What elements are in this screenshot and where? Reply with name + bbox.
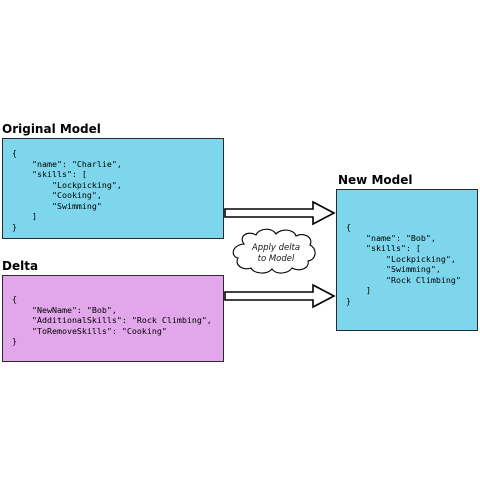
code-line: "NewName": "Bob", xyxy=(12,304,117,315)
code-line: "name": "Bob", xyxy=(346,232,436,243)
apply-delta-line1: Apply delta xyxy=(251,243,301,253)
code-line: "Rock Climbing" xyxy=(346,274,461,285)
code-line: "name": "Charlie", xyxy=(12,158,122,169)
code-line: "Cooking", xyxy=(12,190,102,200)
cloud-shape xyxy=(232,228,316,274)
code-line: "skills": [ xyxy=(346,243,421,253)
code-line: { xyxy=(12,148,17,158)
arrow-delta-to-new xyxy=(224,283,336,309)
delta-title: Delta xyxy=(2,259,39,273)
code-line: "ToRemoveSkills": "Cooking" xyxy=(12,325,167,336)
code-line: "Lockpicking", xyxy=(346,253,456,264)
new-model-code: { "name": "Bob", "skills": [ "Lockpickin… xyxy=(346,222,461,306)
new-model-title: New Model xyxy=(338,173,413,187)
code-line: } xyxy=(12,221,17,232)
code-line: "Swimming" xyxy=(12,200,102,211)
code-line: ] xyxy=(12,211,37,221)
code-line: "skills": [ xyxy=(12,169,87,179)
arrow-original-to-new xyxy=(224,200,336,226)
code-line: } xyxy=(12,336,17,346)
apply-delta-label: Apply delta to Model xyxy=(240,243,312,265)
original-model-box xyxy=(2,138,224,239)
code-line: ] xyxy=(346,285,371,295)
original-model-code: { "name": "Charlie", "skills": [ "Lockpi… xyxy=(12,148,122,232)
delta-box xyxy=(2,275,224,362)
code-line: { xyxy=(346,222,351,232)
delta-code: { "NewName": "Bob", "AdditionalSkills": … xyxy=(12,294,212,347)
code-line: "Lockpicking", xyxy=(12,179,122,190)
original-model-title: Original Model xyxy=(2,122,101,136)
apply-delta-line2: to Model xyxy=(257,254,295,264)
new-model-box xyxy=(336,189,478,331)
code-line: } xyxy=(346,295,351,306)
code-line: { xyxy=(12,294,17,304)
code-line: "AdditionalSkills": "Rock Climbing", xyxy=(12,315,212,325)
code-line: "Swimming", xyxy=(346,264,441,274)
